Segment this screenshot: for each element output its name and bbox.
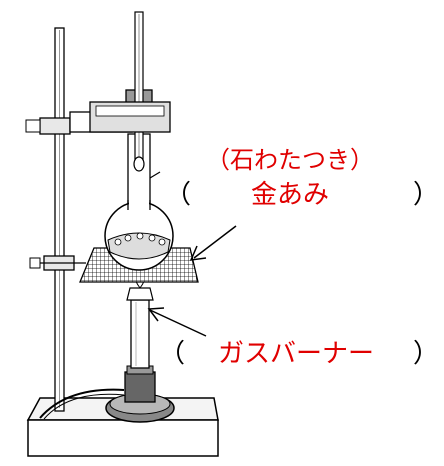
label-burner-close-paren: ） <box>413 339 439 369</box>
thermometer <box>133 11 145 172</box>
label-gauze-open-paren: （ <box>165 180 191 210</box>
label-gauze-line2: 金あみ <box>251 180 329 210</box>
side-tube <box>149 171 161 179</box>
label-burner-open-paren: （ <box>159 339 185 369</box>
label-burner: ガスバーナー <box>218 339 374 369</box>
gas-burner <box>105 287 175 423</box>
arrow-to-gauze <box>189 225 237 261</box>
label-gauze-line1: （石わたつき） <box>206 146 374 174</box>
label-gauze-close-paren: ） <box>413 180 439 210</box>
stand-rod <box>54 27 65 412</box>
arrow-to-burner <box>147 307 207 337</box>
gas-hose <box>39 388 125 419</box>
flask-clamp <box>25 101 171 135</box>
round-bottom-flask <box>104 133 174 271</box>
ring-clamp <box>29 255 86 271</box>
